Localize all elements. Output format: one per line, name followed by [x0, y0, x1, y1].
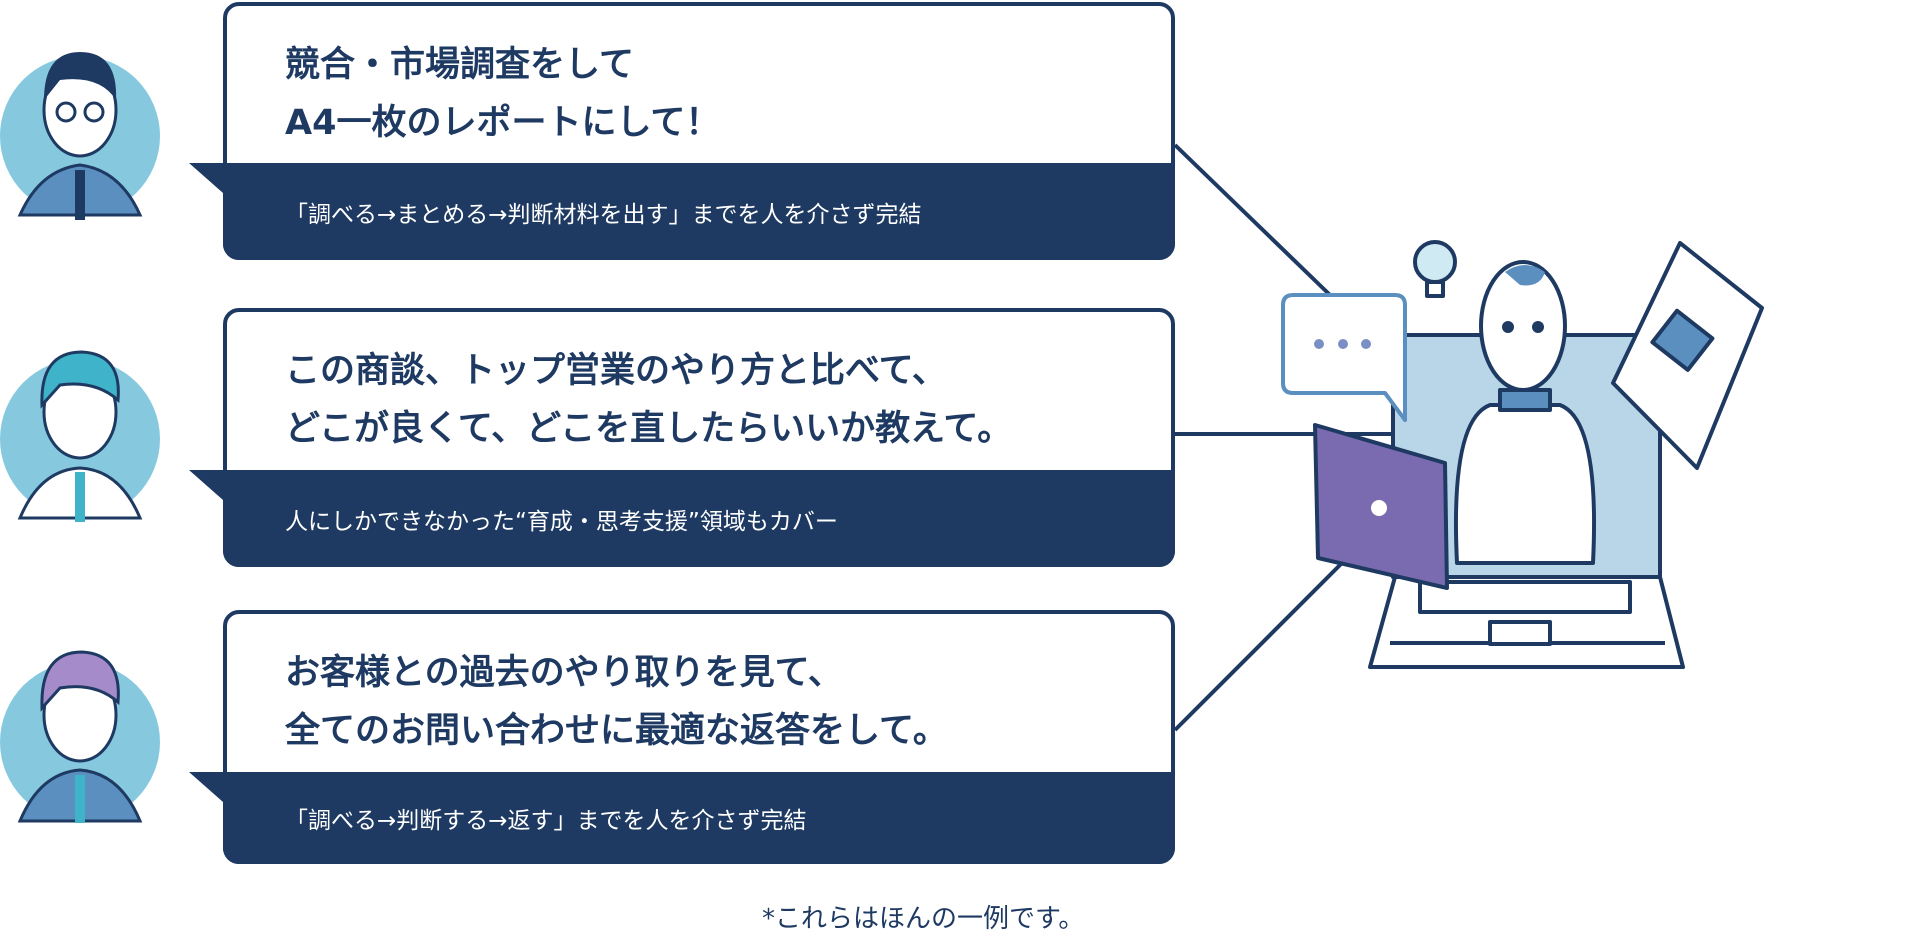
footnote: *これらはほんの一例です。 [762, 904, 1085, 934]
speech-tail [189, 163, 223, 193]
card-title: この商談、トップ営業のやり方と比べて、 どこが良くて、どこを直したらいいか教えて… [285, 351, 1013, 449]
card-subtitle-band: 人にしかできなかった“育成・思考支援”領域もカバー [189, 470, 1175, 567]
card-subtitle-band: 「調べる→まとめる→判断材料を出す」までを人を介さず完結 [189, 163, 1175, 260]
card-title: 競合・市場調査をして A4一枚のレポートにして！ [285, 45, 721, 143]
speech-tail [189, 470, 223, 500]
card-subtitle: 人にしかできなかった“育成・思考支援”領域もカバー [285, 508, 838, 535]
avatar-man-glasses-icon [0, 52, 160, 220]
speech-tail [189, 772, 223, 802]
card-title: お客様との過去のやり取りを見て、 全てのお問い合わせに最適な返答をして。 [285, 653, 948, 751]
request-card-3: お客様との過去のやり取りを見て、 全てのお問い合わせに最適な返答をして。 「調べ… [189, 610, 1175, 864]
robot-laptop-illustration [1281, 240, 1764, 669]
avatar-man-teal-hair-icon [0, 350, 160, 522]
card-subtitle: 「調べる→まとめる→判断材料を出す」までを人を介さず完結 [285, 201, 922, 228]
request-card-1: 競合・市場調査をして A4一枚のレポートにして！ 「調べる→まとめる→判断材料を… [189, 2, 1175, 260]
card-subtitle: 「調べる→判断する→返す」までを人を介さず完結 [285, 808, 807, 834]
card-subtitle-band: 「調べる→判断する→返す」までを人を介さず完結 [189, 772, 1175, 864]
connector-line-1 [1173, 143, 1332, 297]
request-card-2: この商談、トップ営業のやり方と比べて、 どこが良くて、どこを直したらいいか教えて… [189, 308, 1175, 567]
avatar-man-purple-hair-icon [0, 650, 160, 823]
connector-line-3 [1173, 558, 1347, 732]
